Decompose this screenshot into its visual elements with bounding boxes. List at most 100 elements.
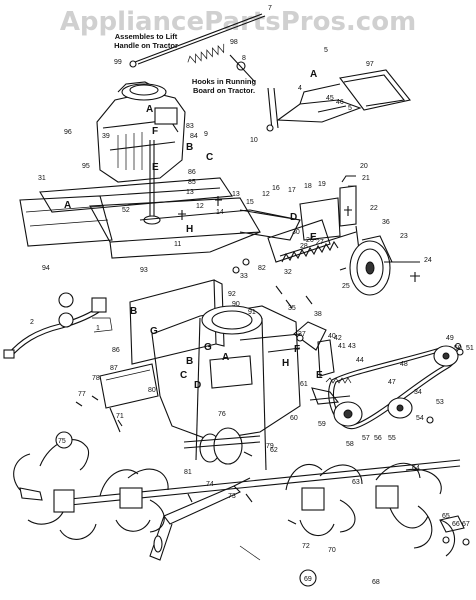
mounting-plate	[19, 177, 301, 259]
callout-45: 45	[326, 95, 334, 102]
callout-8: 8	[242, 55, 246, 62]
callout-65: 65	[442, 513, 450, 520]
letter-C-engine: C	[206, 152, 213, 163]
idler-assembly	[293, 321, 352, 405]
callout-91: 91	[248, 309, 256, 316]
lift-rod-assembly	[129, 13, 266, 83]
callout-5-top: 5	[324, 47, 328, 54]
callout-98: 98	[230, 39, 238, 46]
callout-37: 37	[298, 331, 306, 338]
letter-A-housing: A	[222, 352, 229, 363]
callout-79: 79	[266, 443, 274, 450]
callout-77-left: 77	[78, 391, 86, 398]
letter-G-housing: G	[204, 342, 212, 353]
callout-96: 96	[64, 129, 72, 136]
watermark-text: AppliancePartsPros.com	[60, 7, 416, 37]
letter-C-housing: C	[180, 370, 187, 381]
callout-circle-B	[58, 312, 74, 328]
callout-53: 53	[436, 399, 444, 406]
callout-74: 74	[206, 481, 214, 488]
callout-17: 17	[288, 187, 296, 194]
callout-86: 86	[112, 347, 120, 354]
letter-D-housing: D	[194, 380, 201, 391]
callout-11: 11	[174, 241, 181, 248]
callout-4: 4	[298, 85, 302, 92]
callout-28: 28	[300, 243, 308, 250]
callout-70: 70	[328, 547, 336, 554]
callout-97: 97	[366, 61, 374, 68]
callout-54: 54	[416, 415, 424, 422]
callout-64: 64	[412, 465, 420, 472]
callout-51: 51	[466, 345, 474, 352]
tine-shaft	[59, 427, 461, 507]
tines-left	[13, 439, 169, 540]
letter-D-bracket: D	[290, 212, 297, 223]
callout-12-a: 12	[196, 203, 204, 210]
callout-63: 63	[352, 479, 360, 486]
callout-32: 32	[284, 269, 292, 276]
note-lift-handle: Assembles to Lift Handle on Tractor	[114, 32, 178, 50]
callout-85: 85	[188, 179, 196, 186]
callout-circle-69	[299, 569, 317, 587]
callout-82: 82	[258, 265, 266, 272]
callout-5-mid: 5	[348, 105, 352, 112]
callout-72: 72	[302, 543, 310, 550]
callout-84: 84	[190, 133, 198, 140]
callout-21: 21	[362, 175, 370, 182]
letter-F-idler: F	[294, 344, 300, 355]
callout-15: 15	[246, 199, 254, 206]
callout-16: 16	[272, 185, 280, 192]
callout-50: 50	[454, 345, 462, 352]
letter-E-idler: E	[316, 370, 323, 381]
callout-19: 19	[318, 181, 326, 188]
lift-frame	[266, 69, 411, 132]
note-running-board-line2: Board on Tractor.	[193, 86, 255, 95]
letter-A-plate: A	[64, 200, 71, 211]
callout-93: 93	[140, 267, 148, 274]
callout-13-b: 13	[232, 191, 240, 198]
callout-57: 57	[362, 435, 370, 442]
callout-73: 73	[228, 493, 236, 500]
callout-92: 92	[228, 291, 236, 298]
callout-58: 58	[346, 441, 354, 448]
callout-23: 23	[400, 233, 408, 240]
callout-13-a: 13	[186, 189, 194, 196]
callout-7: 7	[268, 5, 272, 12]
callout-circle-75	[55, 431, 73, 449]
tines-right	[285, 462, 465, 557]
callout-83: 83	[186, 123, 194, 130]
callout-36: 36	[382, 219, 390, 226]
callout-60: 60	[290, 415, 298, 422]
callout-47: 47	[388, 379, 396, 386]
callout-42: 42	[334, 335, 342, 342]
callout-48: 48	[400, 361, 408, 368]
letter-H-plate: H	[186, 224, 193, 235]
callout-62: 62	[270, 447, 278, 454]
callout-78: 78	[92, 375, 100, 382]
callout-52: 52	[122, 207, 130, 214]
callout-12-b: 12	[262, 191, 270, 198]
callout-26: 26	[306, 237, 314, 244]
drive-belt	[309, 345, 459, 430]
callout-76: 76	[218, 411, 226, 418]
letter-A-engine: A	[146, 104, 153, 115]
gauge-wheel	[299, 175, 420, 296]
letter-E-engine: E	[152, 162, 159, 173]
callout-68: 68	[372, 579, 380, 586]
callout-46: 46	[336, 99, 344, 106]
callout-30: 30	[292, 229, 300, 236]
callout-67: 67	[462, 521, 470, 528]
callout-circle-A	[58, 292, 74, 308]
callout-99: 99	[114, 59, 122, 66]
letter-H-idler: H	[282, 358, 289, 369]
frame-bracket	[99, 363, 159, 433]
callout-22: 22	[370, 205, 378, 212]
callout-33: 33	[240, 273, 248, 280]
callout-14: 14	[216, 209, 224, 216]
callout-24: 24	[424, 257, 432, 264]
letter-E-bracket: E	[310, 232, 317, 243]
callout-80: 80	[148, 387, 156, 394]
callout-38: 38	[314, 311, 322, 318]
callout-94: 94	[42, 265, 50, 272]
